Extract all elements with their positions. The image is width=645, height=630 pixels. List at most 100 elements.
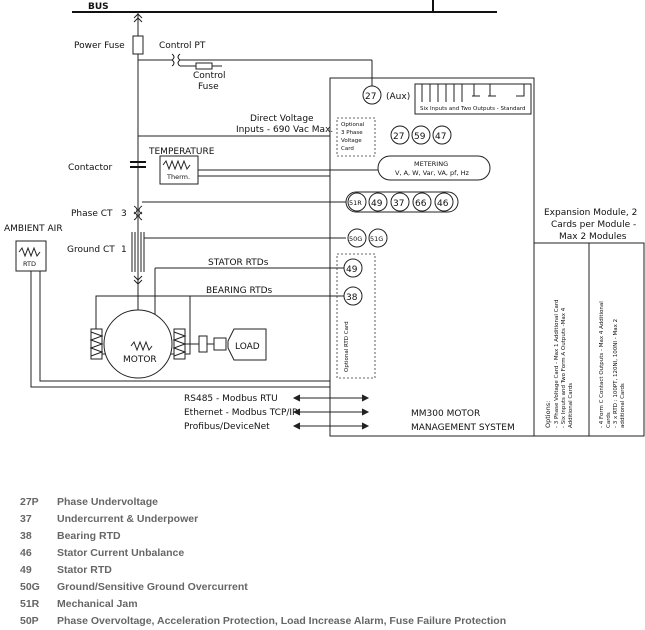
opt-3phase-3: Voltage — [341, 138, 362, 144]
device-27-num: 27 — [393, 132, 404, 142]
device-27-aux-num: 27 — [365, 92, 376, 102]
direct-voltage-label-2: Inputs - 690 Vac Max. — [236, 125, 333, 135]
legend-row: 37 Undercurrent & Underpower — [20, 510, 630, 527]
device-49-rtd-num: 49 — [346, 265, 358, 275]
options-text-3: - Six Inputs and Two Form A Outputs -Max… — [561, 307, 567, 428]
device-47-num: 47 — [435, 132, 446, 142]
phase-ct-count: 3 — [121, 209, 127, 219]
metering-box — [377, 155, 491, 181]
expansion-label-2: Cards per Module - — [551, 220, 636, 230]
legend-desc: Undercurrent & Underpower — [57, 512, 199, 525]
expansion-label-3: Max 2 Modules — [559, 232, 627, 242]
six-inputs-contacts — [421, 84, 525, 102]
device-51g — [368, 228, 388, 248]
legend-desc: Bearing RTD — [57, 529, 121, 542]
device-49 — [368, 192, 388, 212]
motor-rtd-icon — [130, 340, 153, 352]
options-text-2: - 3 Phase Voltage Card - Max 1 Additiona… — [554, 300, 560, 428]
form-c-text-2: Cards — [606, 412, 612, 428]
profibus-label: Profibus/DeviceNet — [184, 422, 270, 432]
ambient-rtd-line-b — [39, 271, 330, 382]
contactor-label: Contactor — [68, 163, 113, 173]
legend-code: 46 — [20, 546, 32, 559]
metering-label: METERING — [414, 160, 448, 168]
legend-code: 50G — [20, 580, 40, 593]
mm300-label-2: MANAGEMENT SYSTEM — [411, 423, 515, 433]
device-37 — [390, 192, 410, 212]
opt-rtd-label: Optional RTD Card — [344, 321, 350, 372]
control-pt-icon — [171, 53, 181, 67]
device-66-num: 66 — [415, 199, 427, 209]
direct-voltage-label-1: Direct Voltage — [250, 114, 314, 124]
load-shape — [227, 328, 267, 361]
options-text-4: Additional Cards — [568, 383, 574, 428]
control-fuse-label-2: Fuse — [198, 82, 219, 92]
ambient-air-label: AMBIENT AIR — [4, 224, 63, 234]
breaker-chevron-top — [133, 13, 143, 23]
motor-protection-diagram: BUS Power Fuse Control PT Control Fuse D… — [4, 0, 645, 437]
load-label: LOAD — [235, 342, 260, 352]
device-50g-num: 50G — [349, 235, 362, 243]
device-27-aux — [362, 85, 382, 105]
ethernet-arrowheads — [292, 408, 370, 416]
legend-code: 38 — [20, 529, 32, 542]
opt-3phase-4: Card — [341, 146, 354, 152]
legend-code: 37 — [20, 512, 32, 525]
six-inputs-box — [414, 83, 532, 115]
legend-row: 50P Phase Overvoltage, Acceleration Prote… — [20, 612, 630, 629]
device-38 — [343, 286, 363, 306]
rs485-arrowheads — [292, 394, 370, 402]
device-46 — [434, 192, 454, 212]
bus-label: BUS — [88, 2, 109, 12]
ambient-rtd-icon — [18, 246, 41, 258]
control-fuse — [195, 62, 213, 70]
legend-desc: Ground/Sensitive Ground Overcurrent — [57, 580, 248, 593]
opt-3phase-2: 3 Phase — [341, 130, 363, 136]
control-fuse-label-1: Control — [193, 71, 226, 81]
ground-ct-label: Ground CT — [67, 245, 115, 255]
motor-label: MOTOR — [123, 355, 157, 365]
legend-code: 50P — [20, 614, 39, 627]
legend-row: 51R Mechanical Jam — [20, 595, 630, 612]
device-50g — [347, 228, 367, 248]
six-inputs-label: Six Inputs and Two Outputs - Standard — [420, 106, 526, 112]
ethernet-label: Ethernet - Modbus TCP/IP — [184, 408, 298, 418]
expansion-label-1: Expansion Module, 2 — [544, 208, 637, 218]
ambient-rtd-line-a — [30, 271, 330, 388]
legend-desc: Stator RTD — [57, 563, 112, 576]
device-38-num: 38 — [346, 293, 358, 303]
power-fuse — [132, 35, 144, 55]
ground-ct-icon — [131, 232, 145, 272]
legend-row: 46 Stator Current Unbalance — [20, 544, 630, 561]
mm300-label-1: MM300 MOTOR — [411, 409, 480, 419]
legend-code: 49 — [20, 563, 32, 576]
legend-row: 50G Ground/Sensitive Ground Overcurrent — [20, 578, 630, 595]
device-51r-num: 51R — [349, 199, 362, 207]
device-49-num: 49 — [371, 199, 383, 209]
legend-row: 38 Bearing RTD — [20, 527, 630, 544]
device-47 — [432, 125, 452, 145]
legend-row: 49 Stator RTD — [20, 561, 630, 578]
form-c-text-3: - 3 x RTD : 100PT, 120NI, 100NI - Max 2 — [613, 319, 619, 428]
device-51r — [347, 192, 367, 212]
device-66 — [412, 192, 432, 212]
ambient-rtd-label: RTD — [23, 260, 36, 268]
form-c-text-1: - 4 Form C Contact Outputs - Max 4 Addit… — [599, 301, 605, 428]
device-59-num: 59 — [414, 132, 426, 142]
legend-desc: Phase Overvoltage, Acceleration Protecti… — [57, 614, 507, 627]
legend-desc: Stator Current Unbalance — [57, 546, 185, 559]
phase-ct-icon — [133, 205, 143, 221]
device-59 — [411, 125, 431, 145]
legend-desc: Mechanical Jam — [57, 597, 138, 610]
device-row-frame — [345, 191, 459, 213]
form-c-text-4: additional Cards — [620, 383, 626, 428]
metering-values: V, A, W, Var, VA, pf, Hz — [395, 169, 469, 177]
legend-code: 51R — [20, 597, 40, 610]
profibus-arrowheads — [292, 422, 370, 430]
power-fuse-label: Power Fuse — [74, 41, 125, 51]
device-51g-num: 51G — [370, 235, 383, 243]
rs485-label: RS485 - Modbus RTU — [184, 394, 278, 404]
bearing-rtds-label: BEARING RTDs — [206, 286, 273, 296]
